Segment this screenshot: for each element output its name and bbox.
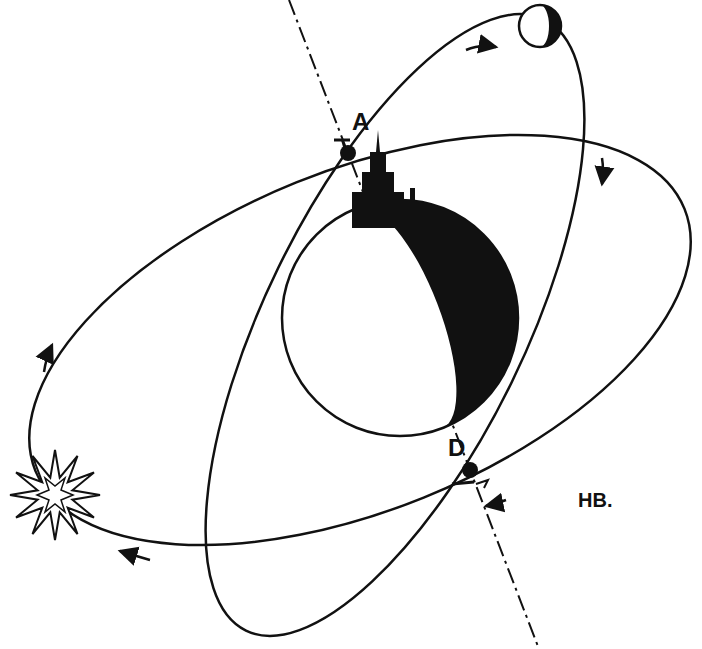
point-label: D — [448, 436, 465, 460]
orbit-ellipse — [129, 0, 661, 649]
building-silhouette — [352, 130, 415, 228]
moon — [519, 5, 561, 47]
explosion-star — [10, 450, 100, 540]
satellite — [334, 140, 356, 161]
moon-shadow — [540, 5, 561, 47]
direction-arrow — [44, 46, 603, 560]
point-label: A — [352, 110, 369, 134]
satellite — [452, 462, 488, 488]
author-initials: HB. — [578, 490, 612, 510]
orbit-ellipse — [0, 51, 702, 628]
